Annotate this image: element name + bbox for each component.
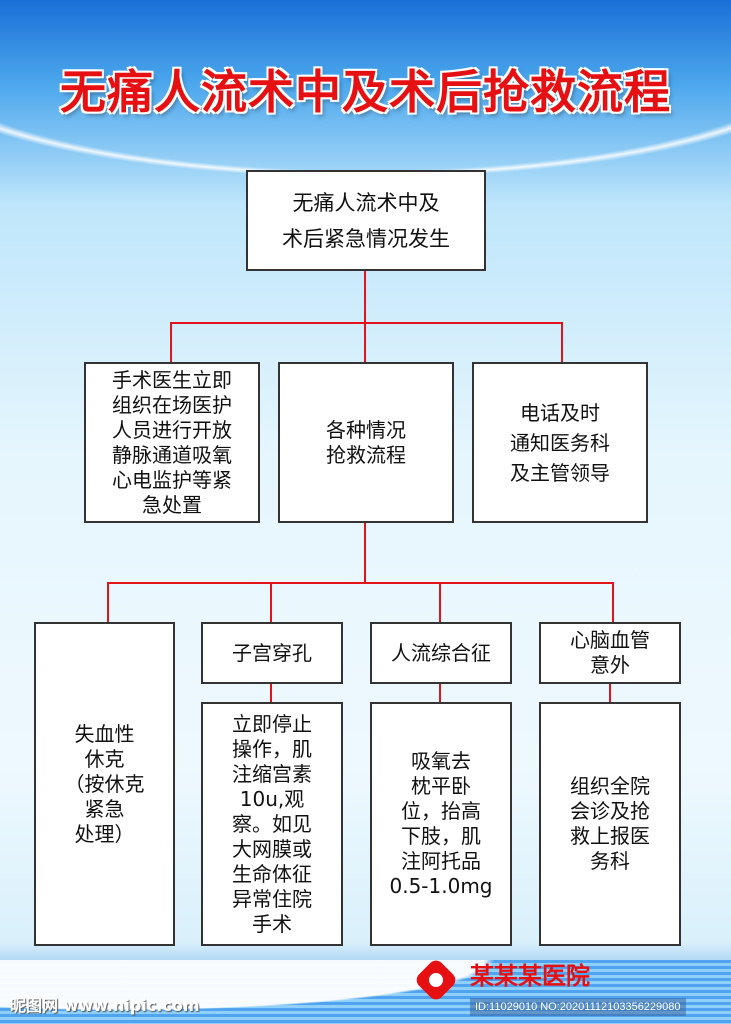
perforation-treatment-box: 立即停止 操作，肌 注缩宫素 10u,观 察。如见 大网膜或 生命体征 异常住院… — [201, 702, 343, 946]
connector — [364, 322, 366, 363]
page-title: 无痛人流术中及术后抢救流程 — [59, 64, 671, 120]
connector — [107, 582, 614, 584]
rescue-flow-box: 各种情况 抢救流程 — [278, 362, 454, 523]
hemorrhagic-shock-box: 失血性 休克 （按休克 紧急 处理） — [34, 622, 175, 946]
connector — [270, 582, 272, 623]
notify-box: 电话及时 通知医务科 及主管领导 — [472, 362, 648, 523]
uterine-perforation-box: 子宫穿孔 — [201, 622, 343, 684]
connector — [270, 684, 272, 703]
connector — [107, 582, 109, 623]
connector — [170, 322, 172, 363]
connector — [439, 684, 441, 703]
immediate-action-box: 手术医生立即 组织在场医护 人员进行开放 静脉通道吸氧 心电监护等紧 急处置 — [84, 362, 260, 523]
connector — [439, 582, 441, 623]
connector — [364, 523, 366, 584]
root-box: 无痛人流术中及 术后紧急情况发生 — [246, 170, 486, 271]
cardio-cerebro-box: 心脑血管 意外 — [539, 622, 681, 684]
cardio-treatment-box: 组织全院 会诊及抢 救上报医 务科 — [539, 702, 681, 946]
connector — [561, 322, 563, 363]
connector — [170, 322, 563, 324]
connector — [612, 582, 614, 623]
image-id: ID:11029010 NO:20201112103356229080 — [470, 998, 686, 1016]
syndrome-treatment-box: 吸氧去 枕平卧 位，抬高 下肢，肌 注阿托品 0.5-1.0mg — [370, 702, 512, 946]
hospital-name: 某某某医院 — [470, 962, 590, 990]
connector — [364, 271, 366, 324]
connector — [609, 684, 611, 703]
abortion-syndrome-box: 人流综合征 — [370, 622, 512, 684]
watermark: 昵图网 www.nipic.com — [10, 996, 200, 1015]
